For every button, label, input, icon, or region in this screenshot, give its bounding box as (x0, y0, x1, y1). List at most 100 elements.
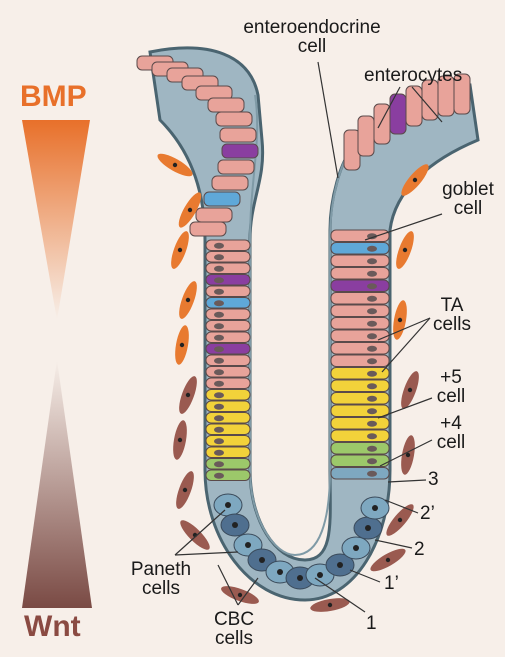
wnt-label: Wnt (24, 612, 81, 642)
cell-nucleus (297, 575, 303, 581)
g-cell (331, 280, 389, 292)
label-cbc-cells: CBC cells (204, 610, 264, 648)
ta-cell (206, 390, 250, 401)
label-position-2prime: 2’ (420, 504, 435, 523)
cell-nucleus (232, 522, 238, 528)
label-enteroendocrine: enteroendocrine cell (222, 18, 402, 56)
cell-nucleus (214, 335, 224, 341)
enterocyte-cell (196, 208, 232, 222)
cell-nucleus (214, 392, 224, 398)
cell-nucleus (367, 458, 377, 464)
enterocyte-cell (331, 268, 389, 280)
ta-cell (331, 393, 389, 405)
label-plus5-line1: +5 (428, 368, 474, 387)
enterocyte-cell (206, 332, 250, 343)
ta-cell (206, 447, 250, 458)
cell-nucleus (214, 369, 224, 375)
label-enteroendocrine-line1: enteroendocrine (222, 18, 402, 37)
enterocyte-cell (331, 330, 389, 342)
label-position-2: 2 (414, 540, 425, 559)
cell-nucleus (214, 461, 224, 467)
cell-nucleus (367, 396, 377, 402)
ta-cell (206, 413, 250, 424)
cell-nucleus (214, 277, 224, 283)
cell-nucleus (367, 371, 377, 377)
leader-enteroendocrine (318, 62, 338, 178)
label-enteroendocrine-line2: cell (222, 37, 402, 56)
enterocyte-cell (331, 255, 389, 267)
label-paneth-line2: cells (118, 579, 204, 598)
enterocyte-cell (331, 318, 389, 330)
enterocyte-cell (208, 98, 244, 112)
enterocyte-cell (206, 378, 250, 389)
cell-nucleus (367, 296, 377, 302)
cell-nucleus (214, 346, 224, 352)
cell-nucleus (214, 473, 224, 479)
label-position-3: 3 (428, 470, 439, 489)
leader-2 (375, 540, 412, 548)
cell-nucleus (367, 321, 377, 327)
cell-nucleus (277, 569, 283, 575)
cell-nucleus (367, 283, 377, 289)
cell-nucleus (186, 298, 190, 302)
ee-cell (204, 192, 240, 206)
ta-cell (206, 436, 250, 447)
label-position-1: 1 (366, 614, 377, 633)
cell-nucleus (173, 163, 177, 167)
label-paneth-line1: Paneth (118, 560, 204, 579)
cell-nucleus (353, 545, 359, 551)
cell-nucleus (365, 525, 371, 531)
ta-cell (331, 368, 389, 380)
cell-nucleus (214, 450, 224, 456)
cell-nucleus (413, 178, 417, 182)
cell-nucleus (178, 248, 182, 252)
p4-cell (206, 459, 250, 470)
cell-nucleus (367, 333, 377, 339)
g-cell (206, 344, 250, 355)
cell-nucleus (214, 266, 224, 272)
cell-nucleus (214, 312, 224, 318)
label-plus4-cell: +4 cell (428, 414, 474, 452)
ta-cell (206, 424, 250, 435)
enterocyte-cell (218, 160, 254, 174)
ta-cell (331, 418, 389, 430)
cell-nucleus (214, 438, 224, 444)
cell-nucleus (214, 427, 224, 433)
cell-nucleus (367, 408, 377, 414)
label-plus4-line2: cell (428, 433, 474, 452)
enterocyte-cell (206, 263, 250, 274)
enterocyte-cell (206, 367, 250, 378)
cell-nucleus (367, 358, 377, 364)
label-ta-line1: TA (426, 296, 478, 315)
label-ta-cells: TA cells (426, 296, 478, 334)
enterocyte-cell (206, 321, 250, 332)
p4-cell (206, 470, 250, 481)
cell-nucleus (245, 542, 251, 548)
cell-nucleus (367, 383, 377, 389)
cell-nucleus (367, 346, 377, 352)
cell-nucleus (386, 558, 390, 562)
cell-nucleus (367, 258, 377, 264)
label-plus5-line2: cell (428, 387, 474, 406)
cell-nucleus (406, 453, 410, 457)
p4-cell (331, 443, 389, 455)
cell-nucleus (367, 308, 377, 314)
cell-nucleus (214, 243, 224, 249)
label-enterocytes: enterocytes (364, 66, 462, 85)
enterocyte-cell (331, 293, 389, 305)
enterocyte-cell (331, 305, 389, 317)
wnt-gradient-triangle (22, 360, 92, 608)
ta-cell (331, 405, 389, 417)
label-goblet-line1: goblet (436, 180, 500, 199)
enterocyte-cell (331, 230, 389, 242)
label-position-1prime: 1’ (384, 574, 399, 593)
label-plus4-line1: +4 (428, 414, 474, 433)
enterocyte-cell (216, 112, 252, 126)
enterocyte-cell (406, 86, 422, 126)
label-cbc-line1: CBC (204, 610, 264, 629)
label-goblet-line2: cell (436, 199, 500, 218)
cell-nucleus (238, 593, 242, 597)
cell-nucleus (398, 318, 402, 322)
bmp-label: BMP (20, 82, 87, 112)
cell-nucleus (214, 415, 224, 421)
